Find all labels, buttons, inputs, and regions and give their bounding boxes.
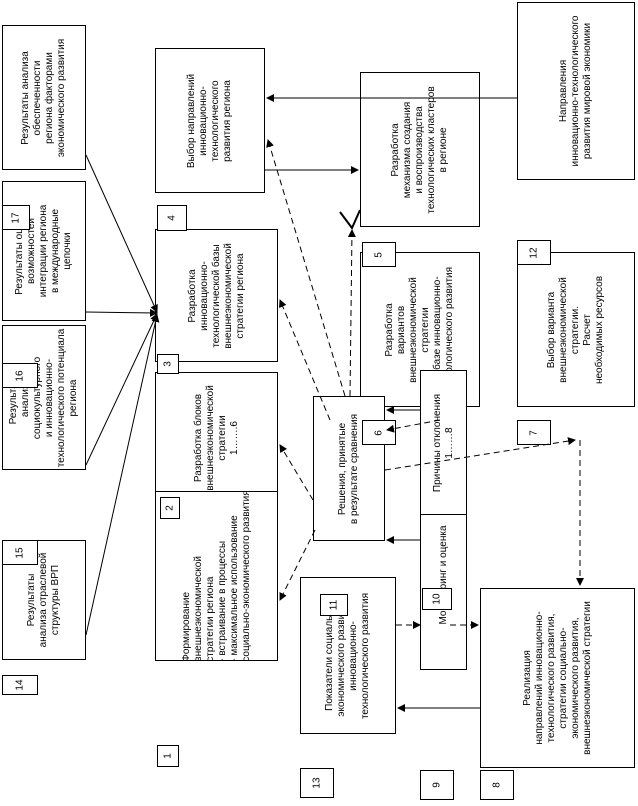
dashed-decisions-to-directions [266, 139, 346, 397]
number-tag-15: 15 [2, 540, 38, 565]
dashed-causes-to-decisions [386, 419, 441, 433]
number-tag-7: 7 [517, 420, 551, 445]
number-tag-1: 1 [157, 745, 179, 767]
box-variant-choice: Выбор варианта внешнеэкономической страт… [517, 252, 635, 407]
number-tag-12: 12 [517, 240, 551, 265]
arrow-vrp-to-base [85, 314, 160, 636]
dashed-decisions-to-mechanism [347, 229, 356, 397]
number-tag-13: 13 [300, 768, 334, 798]
box-strategy-blocks: Разработка блоков внешнеэкономической ст… [155, 372, 278, 504]
number-tag-8: 8 [480, 770, 514, 800]
box-econ-factors-results: Результаты анализа обеспеченности регион… [2, 25, 86, 170]
number-tag-3: 3 [157, 354, 179, 374]
box-directions-choice: Выбор направлений инновационно- технолог… [155, 48, 265, 193]
number-tag-16: 16 [2, 363, 38, 388]
box-indicators: Показатели социально- экономического раз… [300, 577, 396, 734]
number-tag-2: 2 [160, 497, 180, 519]
arrow-integration-to-base [85, 308, 158, 317]
dashed-decisions-to-choice-variant [384, 437, 576, 471]
number-tag-4: 4 [157, 205, 187, 231]
arrow-sociocult-to-base [85, 313, 158, 466]
dashed-decisions-to-formation [279, 529, 316, 601]
box-integration-results: Результаты оценки возможностей интеграци… [2, 181, 86, 321]
arrow-econ-to-base [85, 154, 158, 313]
box-world-directions: Направления инновационно-технологическог… [517, 2, 635, 180]
number-tag-11: 11 [320, 594, 348, 616]
dashed-decisions-to-blocks [279, 444, 314, 501]
number-tag-17: 17 [2, 205, 30, 230]
number-tag-14: 14 [2, 675, 38, 695]
box-strategy-formation: Формирование внешнеэкономической стратег… [155, 491, 278, 661]
box-deviation-causes: Причины отклонения 1……8 [420, 370, 467, 515]
number-tag-10: 10 [422, 588, 452, 610]
dashed-decisions-to-base [279, 299, 331, 421]
number-tag-9: 9 [420, 770, 454, 800]
box-innovation-base: Разработка инновационно- технологической… [155, 229, 278, 362]
number-tag-6: 6 [362, 420, 396, 445]
check-mark [339, 209, 361, 230]
box-realization: Реализация направлений инновационно- тех… [480, 588, 635, 768]
box-sociocultural-results: Результаты анализа социокультурного и ин… [2, 325, 86, 470]
number-tag-5: 5 [362, 242, 396, 267]
